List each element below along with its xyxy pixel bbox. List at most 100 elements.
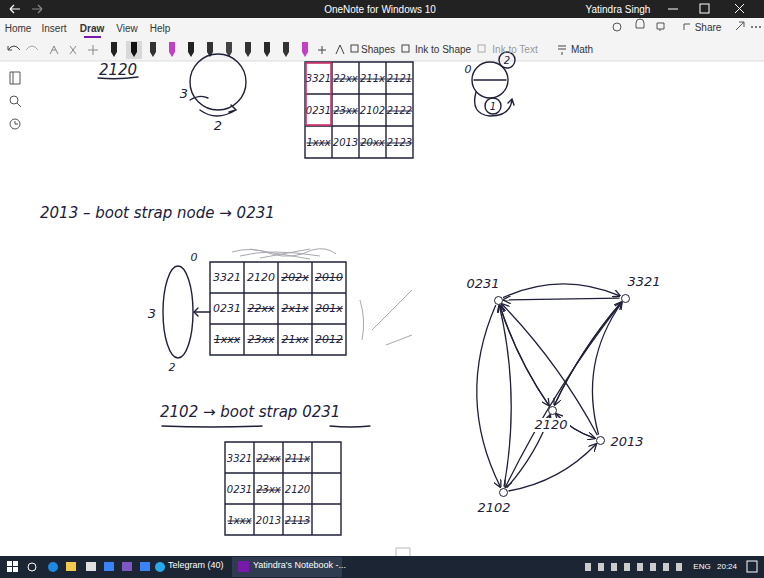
undo-icon: [8, 46, 20, 50]
routing-arrow: [554, 302, 621, 405]
lasso-icon: [70, 46, 76, 54]
table-cell: 201x: [315, 302, 343, 314]
routing-arrow: [477, 305, 501, 487]
ring-position: 3: [148, 307, 156, 321]
routing-arrow: [556, 414, 595, 438]
node-label: 2120: [533, 418, 570, 432]
ink-shape-icon: [402, 45, 409, 52]
minimize-icon: [668, 9, 678, 10]
math-icon: [558, 46, 566, 55]
table-cell: 2102: [360, 105, 385, 116]
share-icon: [684, 24, 690, 30]
sync-icon: [613, 23, 621, 31]
routing-arrow: [500, 305, 549, 405]
app-icon: [86, 562, 96, 571]
table-cell: 2012: [315, 333, 343, 345]
onenote-icon: [238, 561, 249, 572]
id-ring: [163, 266, 193, 358]
table-cell: 2113: [285, 514, 310, 525]
table-cell: 20xx: [360, 137, 385, 148]
back-arrow: [10, 5, 20, 13]
expand-icon: [736, 22, 744, 30]
table-cell: 0231: [306, 105, 331, 116]
ribbon: [0, 18, 764, 61]
table-cell: 2013: [256, 514, 281, 525]
ring-position: 2: [504, 55, 510, 66]
table-cell: 21xx: [281, 333, 308, 345]
table-cell: 2122: [387, 105, 412, 116]
table-cell: 3321: [213, 271, 241, 283]
table-cell: 2120: [247, 271, 275, 283]
app-icon: [66, 562, 76, 571]
table-cell: 211x: [285, 452, 310, 463]
notebooks-icon: [10, 72, 20, 84]
routing-arrow: [554, 302, 621, 405]
ring-diameter: [474, 79, 506, 80]
routing-arrow: [499, 305, 511, 486]
tab-underline: [84, 36, 101, 38]
taskbar: [0, 556, 764, 578]
circle-mark: [499, 52, 515, 68]
node-label: 3321: [626, 275, 663, 289]
peer-node: 0231: [494, 296, 503, 305]
app-icon: [140, 562, 150, 571]
table-cell: 0231: [213, 302, 241, 314]
toolbar-button: Ink to Text: [492, 44, 537, 55]
maximize-icon: [700, 4, 709, 13]
share-button: Share: [695, 22, 722, 33]
routing-arrow: [505, 302, 621, 487]
routing-arrow: [556, 414, 595, 438]
app-icon: [122, 562, 132, 571]
pointer-stroke: [190, 96, 208, 100]
table-cell: 2120: [285, 483, 310, 494]
id-ring: [190, 54, 246, 110]
ring-position: 2: [169, 362, 176, 374]
ring-position: 2: [214, 119, 222, 133]
table-cell: 3321: [227, 452, 252, 463]
peer-node: 3321: [621, 294, 630, 303]
table-cell: 1xxx: [306, 137, 330, 148]
table-cell: 2013: [333, 137, 358, 148]
taskbar-item: Yatindra's Notebook -...: [253, 561, 346, 571]
routing-table-grid: [305, 62, 413, 158]
shapes-icon: [351, 45, 358, 52]
table-cell: 23xx: [256, 483, 281, 494]
toolbar-button: Math: [571, 44, 593, 55]
window-title: OneNote for Windows 10: [324, 4, 436, 15]
routing-arrow: [500, 305, 549, 405]
routing-arrow: [507, 415, 550, 488]
table-cell: 22xx: [333, 73, 358, 84]
table-cell: 2121: [387, 73, 412, 84]
loop-arrow: [475, 92, 514, 116]
routing-arrow: [592, 303, 621, 435]
table-cell: 1xxx: [227, 514, 251, 525]
space-icon: [88, 45, 98, 55]
title-bar: [0, 0, 764, 18]
menu-tab: Help: [150, 23, 171, 34]
recent-icon: [10, 119, 20, 129]
ring-arrow: [200, 105, 236, 116]
highlight-box: [306, 63, 331, 125]
search-icon: [10, 96, 18, 104]
selected-pen-ground: [126, 41, 142, 59]
peer-node: 2013: [596, 436, 605, 445]
table-cell: 23xx: [247, 333, 274, 345]
routing-table-grid: [225, 442, 341, 535]
table-cell: 22xx: [256, 452, 281, 463]
taskbar-item: Telegram (40): [168, 561, 224, 571]
app-icon: [104, 562, 114, 571]
routing-arrow: [504, 298, 620, 300]
ruler-icon: [336, 45, 344, 54]
toolbar-button: Shapes: [361, 44, 395, 55]
add-pen-icon: [318, 46, 326, 54]
ring-position: 0: [465, 64, 472, 76]
table-cell: 3321: [306, 73, 331, 84]
circle-mark: [485, 98, 501, 114]
handwritten-note: 2102 → boot strap 0231: [160, 404, 340, 421]
node-label: 0231: [465, 277, 502, 291]
node-id-heading: 2120: [99, 62, 137, 79]
peer-node: 2120: [548, 406, 557, 415]
table-cell: 2010: [315, 271, 343, 283]
telegram-icon: [155, 562, 165, 572]
